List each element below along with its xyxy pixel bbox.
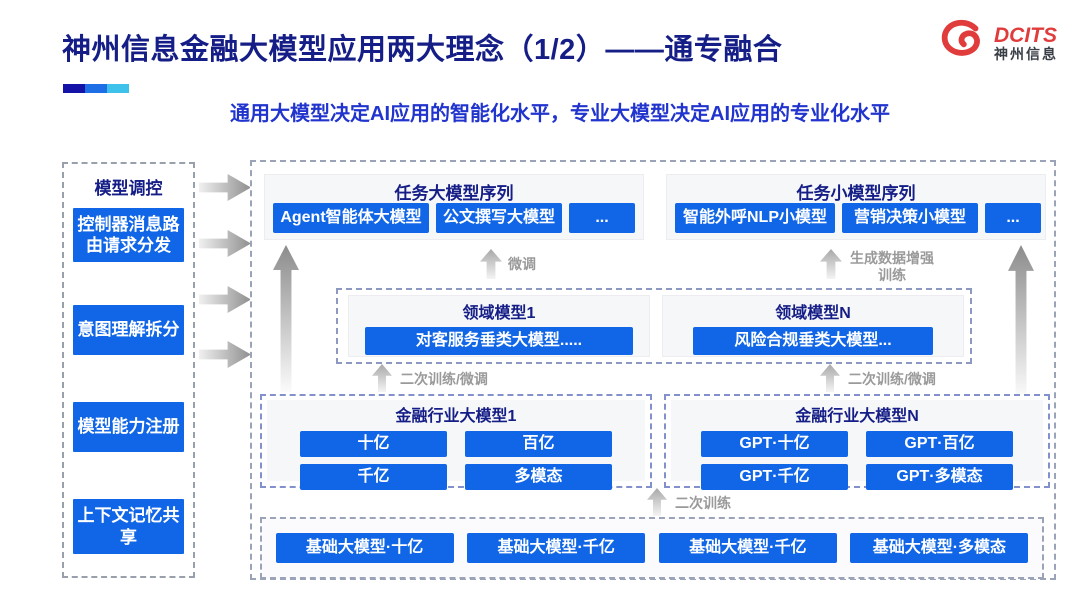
domain-model-1-title: 领域模型1 [462,305,536,322]
flow-up-arrow-tall-right [1008,245,1034,397]
industry-model-n-panel: 金融行业大模型N GPT·十亿 GPT·百亿 GPT·千亿 GPT·多模态 [671,400,1043,490]
subtitle: 通用大模型决定AI应用的智能化水平，专业大模型决定AI应用的专业化水平 [230,103,890,125]
flow-right-arrow-4 [199,341,251,368]
node-gpt-1b: GPT·十亿 [701,431,848,457]
industry-model-1-panel: 金融行业大模型1 十亿 百亿 千亿 多模态 [267,400,645,490]
node-task-large-more: ... [569,203,635,233]
accent-bar [63,84,129,93]
task-small-model-title: 任务小模型序列 [796,184,916,203]
sidebar-item-capability-register: 模型能力注册 [73,402,184,452]
flow-up-arrow-retrain [647,488,667,516]
industry-model-n-group: 金融行业大模型N GPT·十亿 GPT·百亿 GPT·千亿 GPT·多模态 [664,394,1050,490]
label-finetune: 微调 [508,256,536,272]
node-outbound-nlp-small-model: 智能外呼NLP小模型 [675,203,835,233]
node-marketing-decision-small-model: 营销决策小模型 [842,203,978,233]
node-base-model-100b-b: 基础大模型·千亿 [658,533,837,563]
domain-model-1-panel: 领域模型1 对客服务垂类大模型..... [348,295,650,357]
logo-brand-cn-text: 神州信息 [994,46,1058,63]
task-small-model-panel: 任务小模型序列 智能外呼NLP小模型 营销决策小模型 ... [666,174,1046,240]
sidebar-model-control: 模型调控 控制器消息路由请求分发 意图理解拆分 模型能力注册 上下文记忆共享 [62,162,195,578]
base-models-group: 基础大模型·十亿 基础大模型·千亿 基础大模型·千亿 基础大模型·多模态 [260,517,1044,579]
label-secondary-training-right: 二次训练/微调 [848,371,936,387]
company-logo: DCITS 神州信息 [938,18,1068,69]
domain-model-n-title: 领域模型N [775,305,851,322]
node-100b-params: 千亿 [300,464,447,490]
task-large-model-panel: 任务大模型序列 Agent智能体大模型 公文撰写大模型 ... [264,174,644,240]
node-gpt-multimodal: GPT·多模态 [866,464,1013,490]
flow-up-arrow-secondary-left [372,364,392,392]
flow-up-arrow-finetune [480,249,502,279]
page-title: 神州信息金融大模型应用两大理念（1/2）——通专融合 [62,34,783,66]
model-architecture-diagram: 任务大模型序列 Agent智能体大模型 公文撰写大模型 ... 任务小模型序列 … [250,160,1056,580]
accent-bar-seg-3 [107,84,129,93]
node-base-model-multimodal: 基础大模型·多模态 [850,533,1029,563]
sidebar-title: 模型调控 [94,179,163,198]
node-gpt-10b: GPT·百亿 [866,431,1013,457]
flow-right-arrow-1 [199,174,251,201]
industry-model-1-title: 金融行业大模型1 [395,408,517,425]
node-10b-params: 百亿 [465,431,612,457]
industry-model-1-group: 金融行业大模型1 十亿 百亿 千亿 多模态 [260,394,652,490]
sidebar-item-intent-split: 意图理解拆分 [73,305,184,355]
label-secondary-training: 二次训练 [675,495,731,511]
node-multimodal: 多模态 [465,464,612,490]
label-secondary-training-left: 二次训练/微调 [400,371,488,387]
domain-model-n-panel: 领域模型N 风险合规垂类大模型... [662,295,964,357]
flow-right-arrow-3 [199,286,251,313]
node-customer-service-vertical-model: 对客服务垂类大模型..... [365,327,633,355]
flow-up-arrow-gen-data [820,249,842,279]
industry-model-n-title: 金融行业大模型N [795,408,919,425]
flow-up-arrow-secondary-right [820,364,840,392]
node-task-small-more: ... [985,203,1041,233]
domain-models-group: 领域模型1 对客服务垂类大模型..... 领域模型N 风险合规垂类大模型... [336,288,972,364]
node-agent-large-model: Agent智能体大模型 [273,203,429,233]
node-1b-params: 十亿 [300,431,447,457]
task-large-model-title: 任务大模型序列 [394,184,514,203]
logo-brand-text: DCITS [994,24,1057,48]
accent-bar-seg-1 [63,84,85,93]
sidebar-item-controller-routing: 控制器消息路由请求分发 [73,208,184,262]
dcits-swirl-icon [938,18,988,69]
flow-right-arrow-2 [199,230,251,257]
node-risk-compliance-vertical-model: 风险合规垂类大模型... [693,327,933,355]
node-gpt-100b: GPT·千亿 [701,464,848,490]
node-base-model-100b-a: 基础大模型·千亿 [467,533,646,563]
flow-up-arrow-tall-left [273,245,299,392]
sidebar-item-context-memory: 上下文记忆共享 [73,499,184,554]
node-base-model-1b: 基础大模型·十亿 [275,533,454,563]
accent-bar-seg-2 [85,84,107,93]
label-gen-data-training: 生成数据增强训练 [850,250,934,283]
node-document-writing-model: 公文撰写大模型 [436,203,562,233]
